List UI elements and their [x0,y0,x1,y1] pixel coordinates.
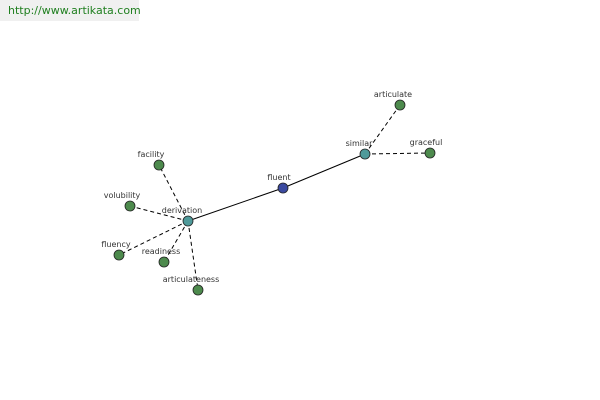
node-label-graceful[interactable]: graceful [410,138,443,147]
node-readiness[interactable] [158,256,170,268]
node-volubility[interactable] [124,200,136,212]
node-articulate[interactable] [394,99,406,111]
node-label-fluent[interactable]: fluent [267,173,290,182]
node-similar[interactable] [359,148,371,160]
node-facility[interactable] [153,159,165,171]
node-graceful[interactable] [424,147,436,159]
edge-similar-graceful [364,152,431,155]
node-label-similar[interactable]: similar [346,139,374,148]
edge-derivation-fluency [118,220,189,256]
node-label-articulate[interactable]: articulate [374,90,412,99]
edge-derivation-volubility [129,205,189,222]
node-derivation[interactable] [182,215,194,227]
nodes-layer [113,99,436,296]
node-label-articulateness[interactable]: articulateness [163,275,220,284]
edge-fluent-similar [282,153,366,189]
node-articulateness[interactable] [192,284,204,296]
node-fluent[interactable] [277,182,289,194]
edge-derivation-articulateness [187,220,199,291]
labels-layer: fluent derivation similar articulate gracefu… [101,90,442,284]
edge-derivation-readiness [163,220,189,263]
edges-layer [118,104,431,291]
node-label-readiness[interactable]: readiness [142,247,181,256]
edge-fluent-derivation [187,187,284,222]
edge-derivation-facility [158,164,189,222]
url-banner[interactable]: http://www.artikata.com [0,0,141,21]
node-label-derivation[interactable]: derivation [162,206,202,215]
node-label-volubility[interactable]: volubility [104,191,141,200]
node-label-facility[interactable]: facility [138,150,165,159]
node-label-fluency[interactable]: fluency [101,240,131,249]
node-fluency[interactable] [113,249,125,261]
edge-similar-articulate [364,104,401,155]
